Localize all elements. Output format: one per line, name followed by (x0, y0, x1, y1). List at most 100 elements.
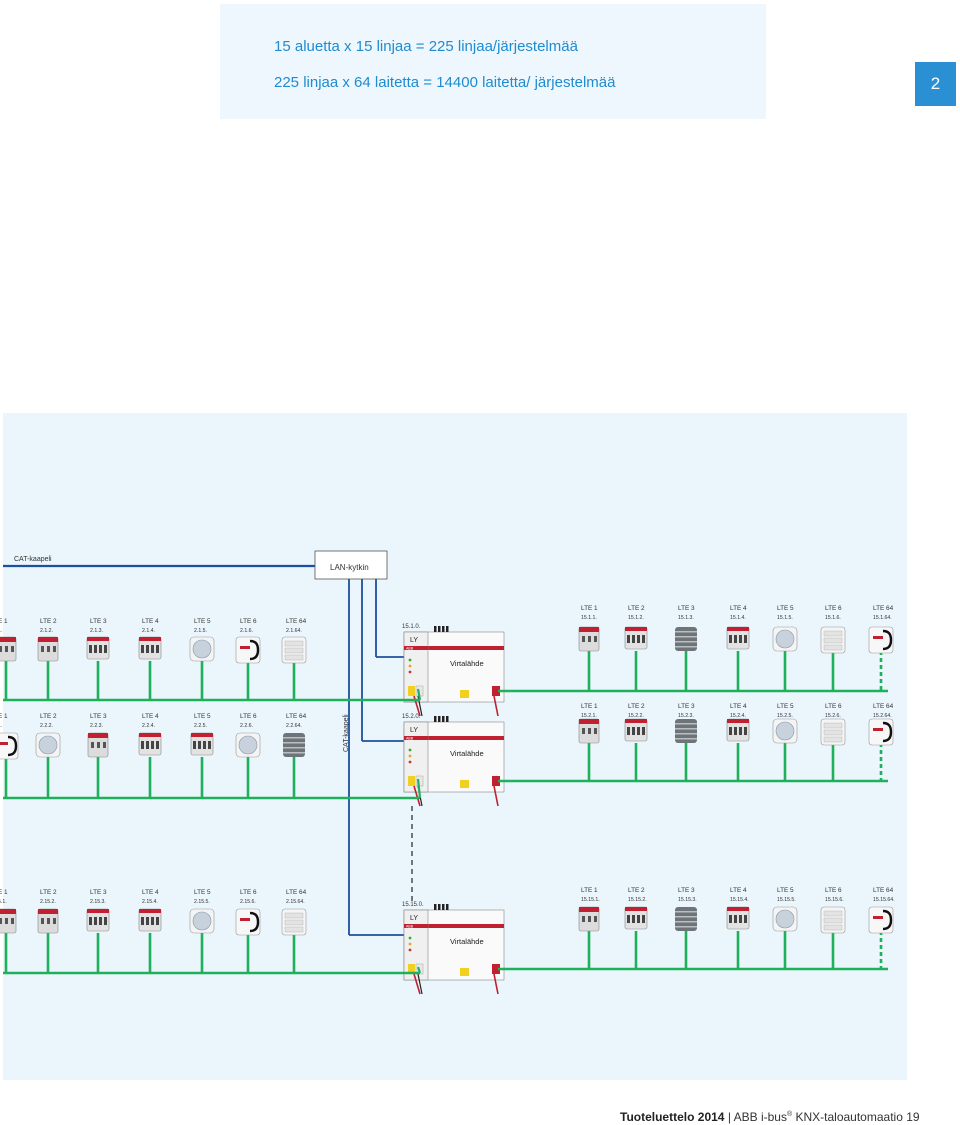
actuator-stripe (87, 637, 109, 641)
rail-device-terminal (41, 918, 44, 924)
right-addr-0-4: 15.1.5. (777, 615, 793, 621)
right-label-2-4: LTE 5 (777, 887, 794, 894)
display-line (675, 911, 697, 913)
left-device-0-5 (235, 636, 261, 664)
actuator-terminal (156, 741, 159, 749)
right-label-1-0: LTE 1 (581, 703, 598, 710)
sensor-dome (775, 721, 795, 741)
right-addr-1-1: 15.2.2. (628, 713, 644, 719)
switch-led (873, 916, 883, 919)
red-wire (493, 695, 499, 717)
pushbutton-rocker (284, 912, 304, 919)
switch-cable (882, 721, 893, 743)
left-label-2-5: LTE 6 (240, 889, 257, 896)
out-terminal-red (492, 776, 500, 786)
display-line (283, 737, 305, 739)
actuator-terminal (739, 635, 742, 643)
right-addr-1-2: 15.2.3. (678, 713, 694, 719)
pushbutton-rocker (823, 630, 843, 637)
terminal-pin (434, 904, 437, 910)
sensor-dome (775, 909, 795, 929)
lan-switch-label: LAN-kytkin (330, 563, 369, 572)
pushbutton-rocker (823, 722, 843, 729)
switch-cable (249, 911, 260, 933)
status-led (408, 754, 412, 758)
pushbutton-rocker (284, 919, 304, 926)
left-addr-0-2: 2.1.3. (90, 628, 103, 634)
lan-switch-box (314, 550, 388, 580)
pushbutton-rocker (284, 654, 304, 661)
actuator-stripe (139, 637, 161, 641)
switch-led (873, 636, 883, 639)
rail-device-stripe (579, 719, 599, 724)
actuator-terminal (156, 917, 159, 925)
actuator-stripe (625, 719, 647, 723)
actuator-terminal (94, 917, 97, 925)
rail-device-terminal (91, 742, 94, 748)
power-supply-stripe (404, 736, 504, 740)
left-addr-2-3: 2.15.4. (142, 899, 158, 905)
left-label-0-0: E 1 (0, 618, 8, 625)
rail-device-terminal (582, 636, 585, 642)
right-device-1-2 (675, 719, 697, 743)
red-wire (413, 973, 421, 995)
right-addr-2-2: 15.15.3. (678, 897, 697, 903)
footer-brand: ABB i-bus (733, 1110, 787, 1124)
actuator-terminal (203, 741, 206, 749)
left-addr-2-1: 2.15.2. (40, 899, 56, 905)
right-label-0-2: LTE 3 (678, 605, 695, 612)
display-line (675, 733, 697, 735)
actuator-terminal (99, 645, 102, 653)
display-line (283, 747, 305, 749)
right-label-2-3: LTE 4 (730, 887, 747, 894)
actuator-terminal (637, 635, 640, 643)
out-terminal-yellow (460, 780, 469, 788)
section-tab[interactable]: 2 (915, 62, 956, 106)
display-body (283, 733, 305, 757)
right-label-1-5: LTE 6 (825, 703, 842, 710)
actuator-terminal (151, 645, 154, 653)
rail-device-terminal (5, 918, 8, 924)
right-addr-1-6: 15.2.64. (873, 713, 892, 719)
pushbutton-rocker (823, 637, 843, 644)
status-led (408, 760, 412, 764)
footer-registered: ® (786, 1111, 793, 1118)
terminal-pin (442, 626, 445, 632)
status-led (408, 748, 412, 752)
switch-cable (249, 639, 260, 661)
actuator-terminal (637, 915, 640, 923)
red-wire (493, 973, 499, 995)
right-device-0-0 (578, 626, 600, 652)
coupler-address-0: 15.1.0. (402, 624, 421, 630)
right-label-2-6: LTE 64 (873, 887, 894, 894)
page-footer: Tuoteluettelo 2014 | ABB i-bus® KNX-talo… (620, 1110, 920, 1124)
right-addr-0-5: 15.1.6. (825, 615, 841, 621)
actuator-terminal (146, 645, 149, 653)
left-addr-2-6: 2.15.64. (286, 899, 305, 905)
left-device-2-4 (189, 908, 215, 934)
actuator-terminal (141, 741, 144, 749)
actuator-terminal (89, 645, 92, 653)
rail-device-terminal (594, 728, 597, 734)
left-label-2-2: LTE 3 (90, 889, 107, 896)
bus-terminal-yellow (408, 964, 415, 974)
terminal-pin (438, 904, 441, 910)
line-coupler-stripe (404, 736, 428, 740)
actuator-terminal (151, 917, 154, 925)
display-line (675, 916, 697, 918)
right-label-0-0: LTE 1 (581, 605, 598, 612)
sensor-dome (192, 639, 212, 659)
right-addr-1-4: 15.2.5. (777, 713, 793, 719)
display-line (675, 641, 697, 643)
rail-device-terminal (582, 916, 585, 922)
abb-label: ABB (406, 647, 414, 651)
rail-device-terminal (53, 918, 56, 924)
rail-device-stripe (579, 627, 599, 632)
left-device-1-4 (190, 732, 214, 756)
terminal-pin (438, 716, 441, 722)
abb-label: ABB (406, 737, 414, 741)
left-device-0-2 (86, 636, 110, 660)
right-device-2-2 (675, 907, 697, 931)
right-device-1-0 (578, 718, 600, 744)
